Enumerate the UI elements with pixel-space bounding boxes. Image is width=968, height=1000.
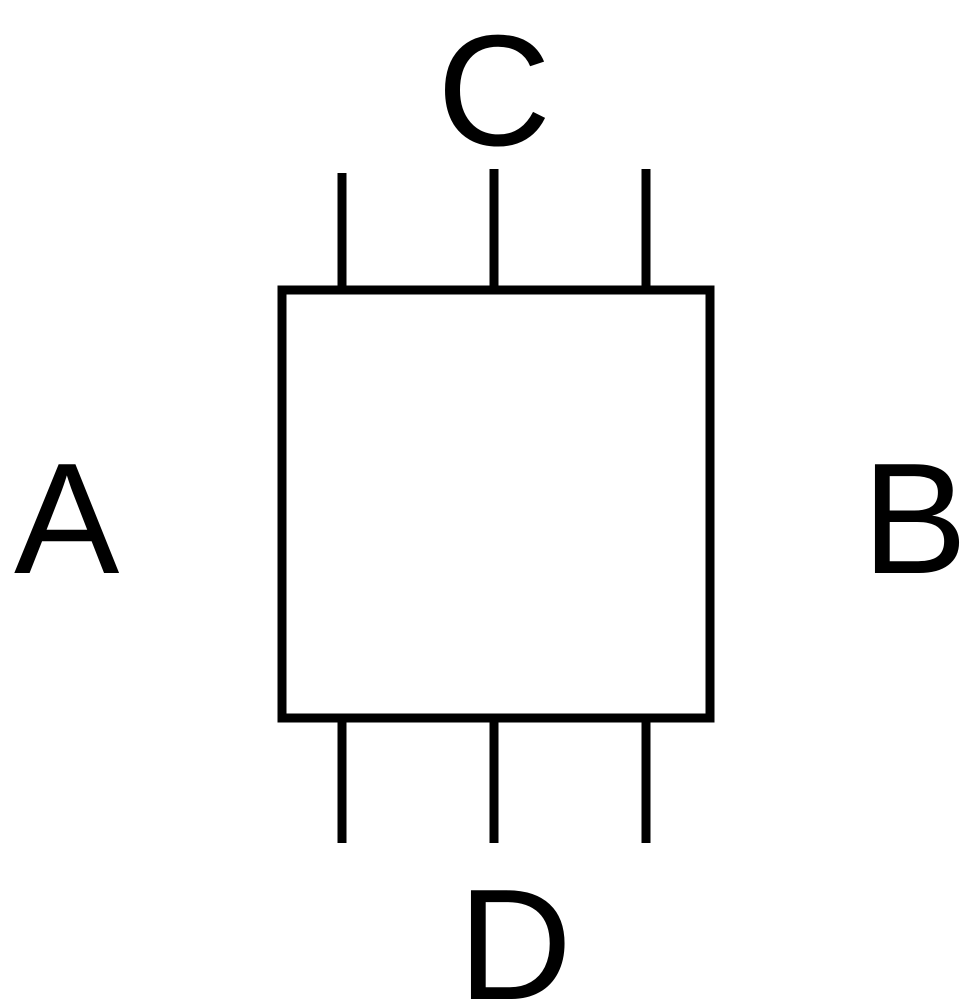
label-top: C [437,3,552,179]
label-right: B [862,431,968,607]
label-bottom: D [458,857,573,1000]
central-block [277,285,715,723]
label-left: A [14,431,120,607]
